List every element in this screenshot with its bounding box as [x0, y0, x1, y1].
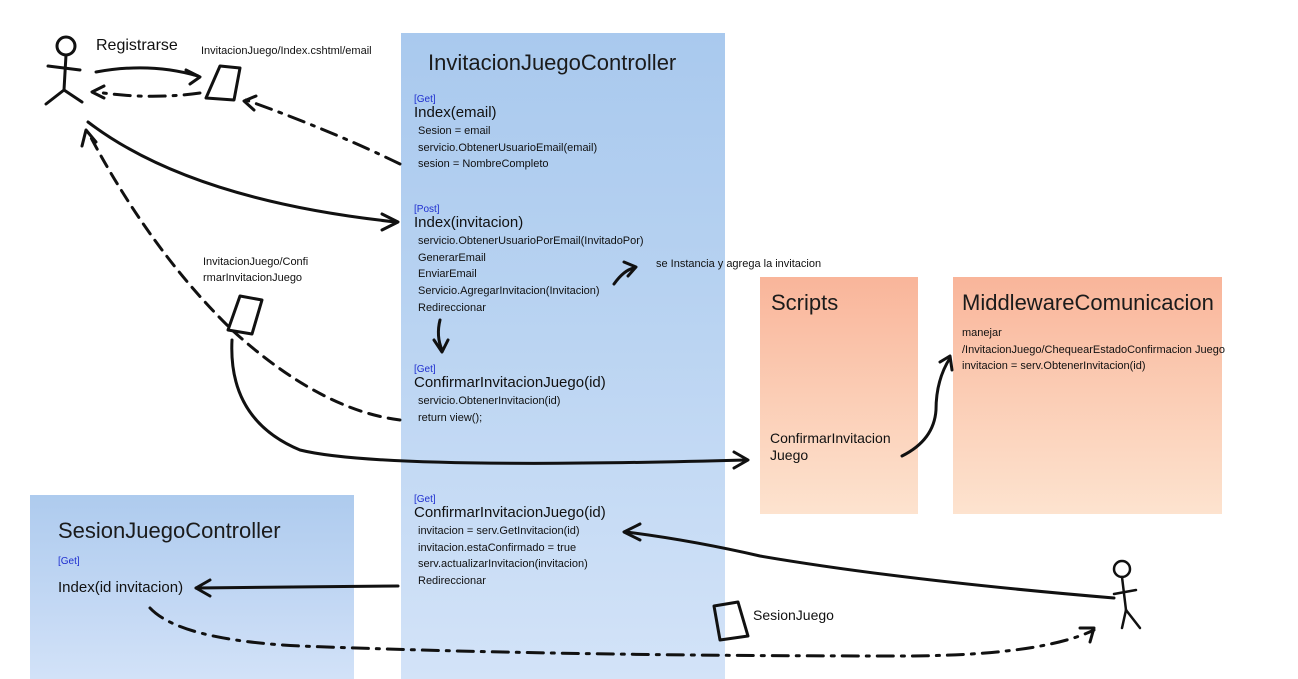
m1-line: servicio.ObtenerUsuarioEmail(email) [418, 142, 598, 154]
m2-verb: [Post] [414, 204, 440, 215]
m1-line: sesion = NombreCompleto [418, 158, 549, 170]
m2-line: GenerarEmail [418, 252, 486, 264]
m1-line: Sesion = email [418, 125, 491, 137]
middleware-line: manejar [962, 327, 1002, 339]
sesion-verb: [Get] [58, 556, 80, 567]
scripts-item-line1: ConfirmarInvitacion [770, 430, 891, 446]
m4-line: invitacion = serv.GetInvitacion(id) [418, 525, 580, 537]
m2-line: Redireccionar [418, 302, 486, 314]
m4-line: Redireccionar [418, 575, 486, 587]
m1-signature: Index(email) [414, 104, 497, 121]
sesion-controller-title: SesionJuegoController [58, 518, 281, 543]
m2-line: EnviarEmail [418, 268, 477, 280]
m4-verb: [Get] [414, 494, 436, 505]
invitacion-controller-panel [401, 33, 725, 679]
sesion-page-icon [712, 600, 750, 642]
user-actor-icon [44, 35, 84, 106]
m2-line: Servicio.AgregarInvitacion(Invitacion) [418, 285, 600, 297]
scripts-panel [760, 277, 918, 514]
m3-line: return view(); [418, 412, 483, 424]
email-page-label: InvitacionJuego/Index.cshtml/email [201, 45, 372, 57]
m4-signature: ConfirmarInvitacionJuego(id) [414, 504, 606, 521]
player-actor-icon [1112, 559, 1142, 630]
middleware-line: /InvitacionJuego/ChequearEstadoConfirmac… [962, 344, 1225, 356]
middleware-title: MiddlewareComunicacion [962, 290, 1214, 315]
invitacion-controller-title: InvitacionJuegoController [428, 50, 677, 75]
email-page-icon [204, 64, 242, 102]
m4-line: invitacion.estaConfirmado = true [418, 542, 577, 554]
sesion-juego-label: SesionJuego [753, 607, 834, 623]
sesion-signature: Index(id invitacion) [58, 579, 184, 596]
m4-line: serv.actualizarInvitacion(invitacion) [418, 558, 588, 570]
registrarse-label: Registrarse [96, 37, 178, 54]
m3-line: servicio.ObtenerInvitacion(id) [418, 395, 561, 407]
middleware-line: invitacion = serv.ObtenerInvitacion(id) [962, 360, 1146, 372]
scripts-item-line2: Juego [770, 447, 809, 463]
m2-line: servicio.ObtenerUsuarioPorEmail(Invitado… [418, 235, 644, 247]
middleware-panel [953, 277, 1222, 514]
m3-signature: ConfirmarInvitacionJuego(id) [414, 374, 606, 391]
scripts-title: Scripts [771, 290, 839, 315]
confirm-page-label-line2: rmarInvitacionJuego [203, 272, 303, 284]
m3-verb: [Get] [414, 364, 436, 375]
m1-verb: [Get] [414, 94, 436, 105]
instancia-note: se Instancia y agrega la invitacion [656, 258, 822, 270]
confirm-page-icon [226, 294, 264, 336]
confirm-page-label-line1: InvitacionJuego/Confi [203, 256, 309, 268]
m2-signature: Index(invitacion) [414, 214, 524, 231]
